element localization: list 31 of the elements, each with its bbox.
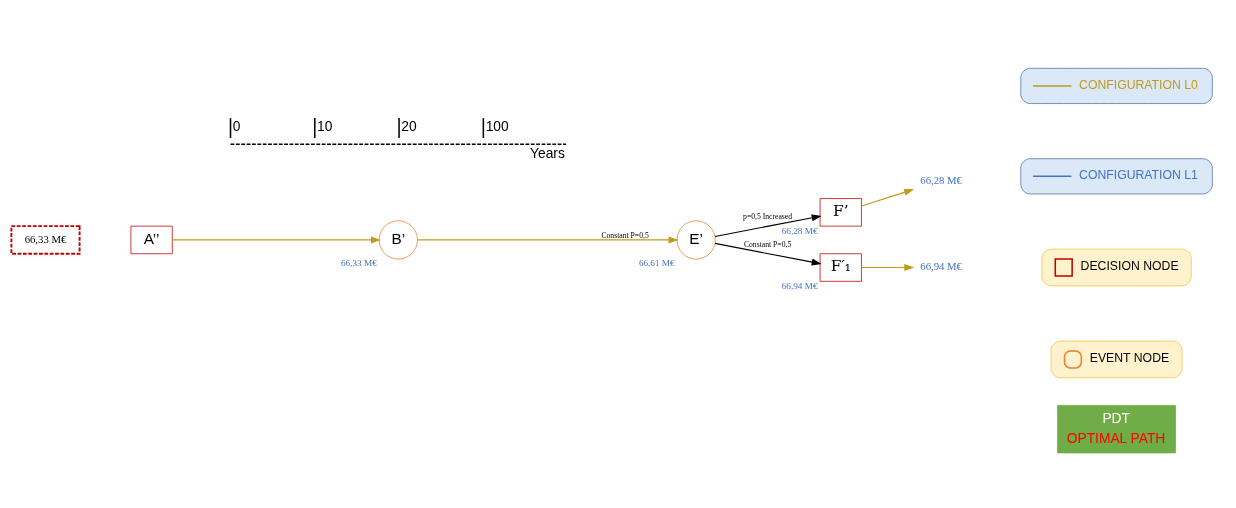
node-label: 66,61 M€ (638, 257, 675, 268)
node-circle: E’ (676, 219, 716, 259)
label: Years (530, 145, 565, 160)
legend-label: EVENT NODE (1089, 350, 1170, 365)
legend-label: CONFIGURATION L1 (1079, 167, 1198, 182)
node-text: 66,94 M€ (920, 259, 962, 272)
arrow (860, 188, 915, 207)
arrow (171, 235, 381, 243)
node-box: A’’ (130, 225, 173, 254)
node-box: PDT OPTIMAL PATH (1057, 404, 1176, 453)
edge-label: Constant P=0,5 (601, 230, 649, 240)
arrow (416, 235, 679, 243)
arrow (714, 242, 822, 266)
node-label: 66,94 M€ (781, 280, 818, 291)
node-box: 66,33 M€ (10, 224, 81, 255)
label: 20 (401, 118, 417, 134)
legend-label: DECISION NODE (1080, 258, 1179, 273)
label: 100 (485, 118, 509, 134)
edge-label: Constant P=0,5 (743, 239, 792, 249)
node-label: 66,28 M€ (781, 225, 818, 236)
node-box: F′₁ (819, 252, 862, 282)
edge-label: p=0,5 Increased (743, 211, 793, 221)
arrow (714, 213, 822, 237)
node-label: 66,33 M€ (341, 257, 377, 268)
arrow (860, 263, 915, 271)
legend-label: CONFIGURATION L0 (1079, 77, 1198, 92)
node-box: F’ (819, 197, 862, 227)
node-text: 66,28 M€ (920, 173, 962, 186)
label: 0 (232, 118, 241, 134)
node-circle: B’ (378, 219, 418, 259)
label: 10 (317, 118, 333, 134)
